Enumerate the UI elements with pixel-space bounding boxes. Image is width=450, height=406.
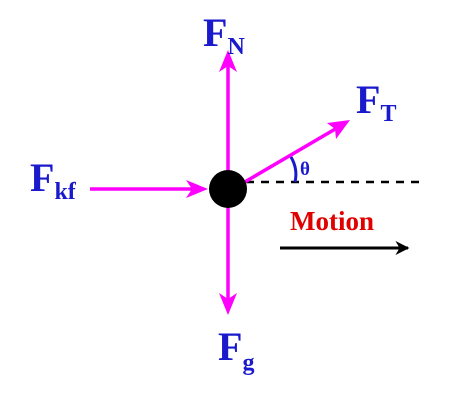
gravity-force-arrowhead xyxy=(219,293,237,315)
friction-force-arrowhead xyxy=(186,180,208,198)
body-dot xyxy=(209,170,247,208)
normal-force-arrowhead xyxy=(219,50,237,72)
gravity-force-label: Fg xyxy=(218,324,254,376)
tension-force-vector xyxy=(242,126,338,185)
friction-force-label: Fkf xyxy=(30,155,77,205)
normal-force-label: FN xyxy=(203,10,245,60)
motion-label: Motion xyxy=(290,206,374,236)
tension-force-label: FT xyxy=(356,77,396,127)
angle-label: θ xyxy=(300,159,310,180)
angle-arc xyxy=(289,156,298,183)
tension-force-arrowhead xyxy=(327,120,350,139)
